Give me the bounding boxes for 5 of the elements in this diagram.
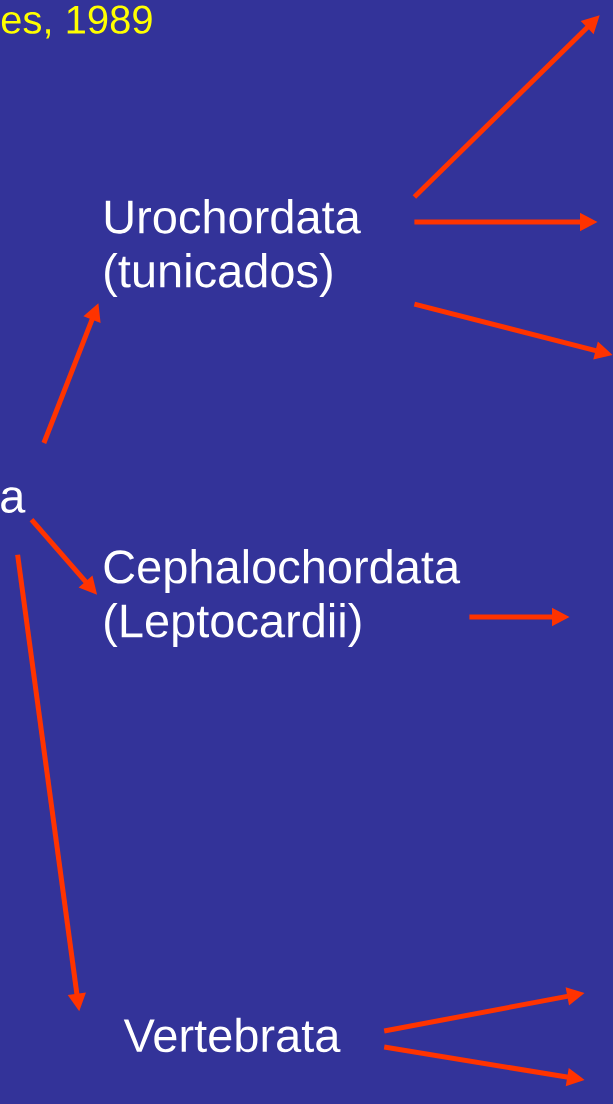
taxon-label: Urochordata (tunicados)	[105, 199, 361, 297]
taxon-label: Cephalochordata (Leptocardii)	[104, 549, 461, 647]
citation-text: es, 1989	[1, 5, 152, 39]
taxon-label: a	[1, 487, 26, 513]
taxon-label: Vertebrata	[123, 1017, 341, 1053]
